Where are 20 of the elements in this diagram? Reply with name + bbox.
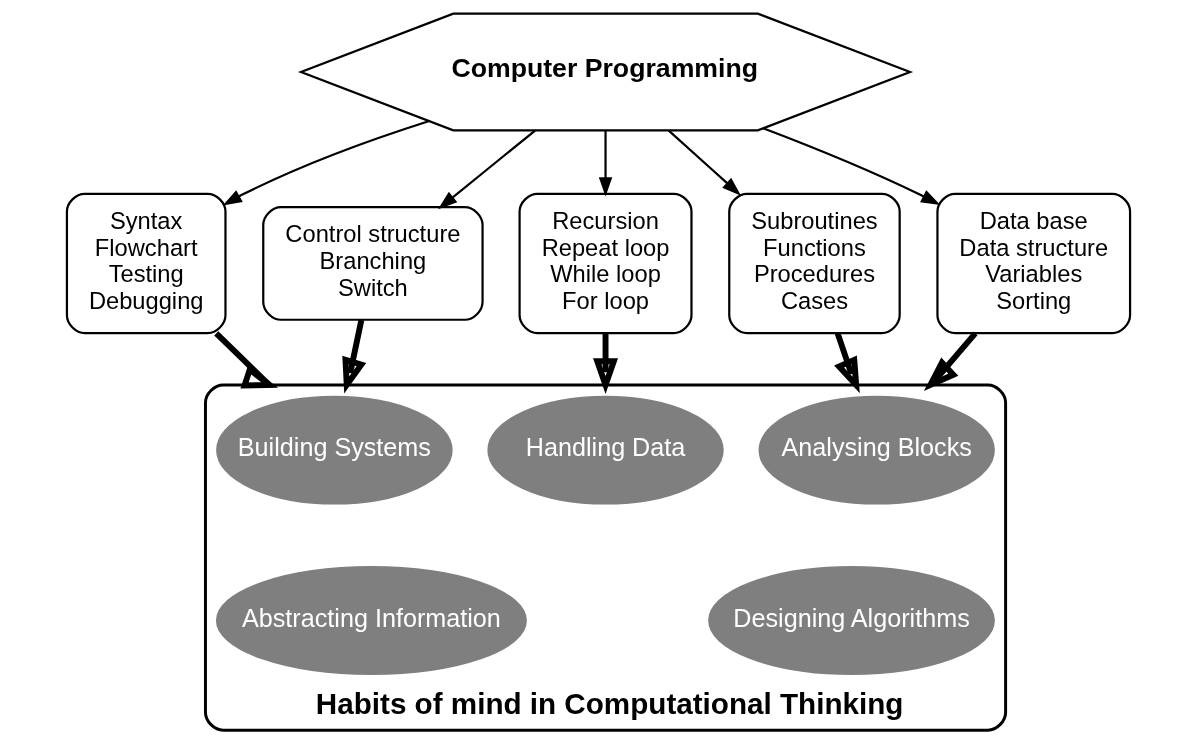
node-box: Subroutines Functions Procedures Cases — [728, 192, 901, 335]
arrow — [214, 331, 279, 389]
node-box: Recursion Repeat loop While loop For loop — [518, 192, 693, 335]
arrow — [593, 333, 618, 394]
arrow — [438, 129, 536, 210]
arrow — [923, 331, 978, 392]
node-ellipse: Handling Data — [487, 395, 724, 505]
node-ellipse: Abstracting Information — [215, 566, 527, 675]
arrow — [342, 319, 367, 394]
node-box: Data base Data structure Variables Sorting — [936, 192, 1132, 335]
node-box: Control structure Branching Switch — [262, 206, 484, 321]
arrow — [598, 130, 613, 197]
node-ellipse: Designing Algorithms — [708, 566, 995, 675]
arrow — [834, 332, 860, 394]
arrow — [668, 129, 742, 196]
arrow — [762, 127, 941, 206]
node-ellipse: Building Systems — [216, 395, 453, 505]
arrow — [222, 120, 429, 206]
node-box: Syntax Flowchart Testing Debugging — [65, 192, 227, 335]
node-ellipse: Analysing Blocks — [758, 395, 995, 505]
